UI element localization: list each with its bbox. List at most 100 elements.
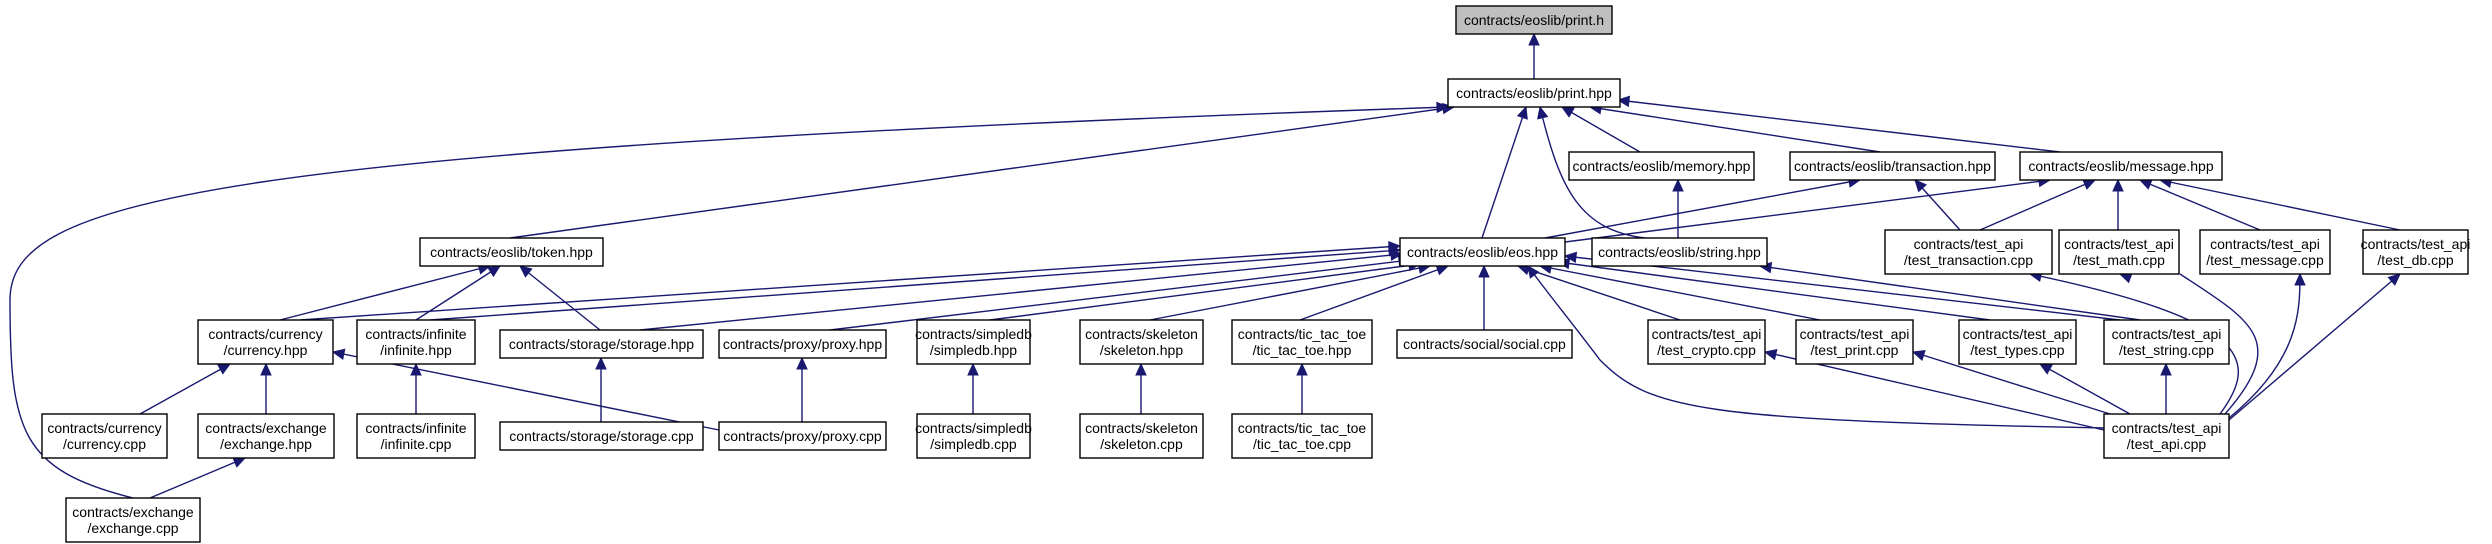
arrow-head-icon [2138, 179, 2153, 190]
node-storage-hpp[interactable]: contracts/storage/storage.hpp [499, 329, 704, 359]
node-token-hpp[interactable]: contracts/eoslib/token.hpp [419, 237, 604, 267]
edge-transaction_hpp-to-print_hpp [1588, 103, 1881, 153]
edge-string_hpp-to-print_hpp [1537, 105, 1646, 239]
arrow-head-icon [1436, 101, 1450, 114]
node-test-crypto-cpp[interactable]: contracts/test_api/test_crypto.cpp [1647, 319, 1766, 365]
node-infinite-cpp[interactable]: contracts/infinite/infinite.cpp [356, 413, 476, 459]
node-simpledb-hpp[interactable]: contracts/simpledb/simpledb.hpp [915, 319, 1032, 365]
node-test-types-cpp[interactable]: contracts/test_api/test_types.cpp [1958, 319, 2077, 365]
edge-line [139, 363, 231, 415]
node-proxy-cpp[interactable]: contracts/proxy/proxy.cpp [718, 421, 887, 451]
node-box[interactable] [1795, 319, 1914, 365]
node-box[interactable] [2103, 413, 2230, 459]
node-box[interactable] [41, 413, 168, 459]
node-box[interactable] [197, 413, 335, 459]
edge-line [1561, 106, 1641, 153]
edge-test_api_cpp-to-test_crypto_cpp [1763, 348, 2105, 431]
node-box[interactable] [499, 421, 704, 451]
node-box[interactable] [916, 413, 1031, 459]
node-test-api-cpp[interactable]: contracts/test_api/test_api.cpp [2103, 413, 2230, 459]
node-skeleton-cpp[interactable]: contracts/skeleton/skeleton.cpp [1079, 413, 1204, 459]
node-test-print-cpp[interactable]: contracts/test_api/test_print.cpp [1795, 319, 1914, 365]
node-box[interactable] [1231, 319, 1373, 365]
node-box[interactable] [1396, 329, 1573, 359]
node-box[interactable] [197, 319, 334, 365]
edge-line [1544, 179, 1861, 239]
edge-line [1617, 99, 2061, 153]
edge-storage_hpp-to-token_hpp [519, 265, 601, 331]
edge-test_api_cpp-to-test_print_cpp [1911, 349, 2111, 415]
node-simpledb-cpp[interactable]: contracts/simpledb/simpledb.cpp [915, 413, 1032, 459]
node-label: contracts/test_api [2210, 236, 2320, 252]
node-message-hpp[interactable]: contracts/eoslib/message.hpp [2019, 151, 2223, 181]
edge-line [1539, 265, 1821, 321]
node-box[interactable] [1568, 151, 1755, 181]
node-test-message-cpp[interactable]: contracts/test_api/test_message.cpp [2199, 229, 2331, 275]
node-box[interactable] [1647, 319, 1766, 365]
node-box[interactable] [356, 413, 476, 459]
node-box[interactable] [1884, 229, 2053, 275]
node-test-math-cpp[interactable]: contracts/test_api/test_math.cpp [2058, 229, 2180, 275]
node-label: contracts/eoslib/string.hpp [1598, 244, 1761, 260]
node-eos-hpp[interactable]: contracts/eoslib/eos.hpp [1399, 237, 1566, 267]
edge-skeleton_hpp-to-eos_hpp [1149, 262, 1432, 321]
node-print-h[interactable]: contracts/eoslib/print.h [1455, 5, 1613, 35]
arrow-head-icon [595, 356, 607, 370]
node-test-string-cpp[interactable]: contracts/test_api/test_string.cpp [2103, 319, 2230, 365]
node-box[interactable] [1447, 78, 1621, 108]
node-storage-cpp[interactable]: contracts/storage/storage.cpp [499, 421, 704, 451]
node-box[interactable] [419, 237, 604, 267]
node-box[interactable] [2362, 229, 2469, 275]
node-memory-hpp[interactable]: contracts/eoslib/memory.hpp [1568, 151, 1755, 181]
node-box[interactable] [1079, 413, 1204, 459]
arrow-head-icon [2387, 273, 2401, 286]
node-exchange-hpp[interactable]: contracts/exchange/exchange.hpp [197, 413, 335, 459]
node-box[interactable] [1455, 5, 1613, 35]
node-box[interactable] [1079, 319, 1204, 365]
edge-social_cpp-to-eos_hpp [1478, 264, 1490, 330]
arrow-head-icon [1537, 105, 1549, 120]
node-proxy-hpp[interactable]: contracts/proxy/proxy.hpp [718, 329, 887, 359]
node-label: /simpledb.cpp [930, 436, 1017, 452]
arrow-head-icon [1528, 32, 1540, 46]
node-box[interactable] [718, 421, 887, 451]
node-label: /test_message.cpp [2206, 252, 2324, 268]
edge-line [1517, 265, 1681, 321]
node-string-hpp[interactable]: contracts/eoslib/string.hpp [1591, 237, 1768, 267]
node-print-hpp[interactable]: contracts/eoslib/print.hpp [1447, 78, 1621, 108]
node-label: contracts/eoslib/print.hpp [1456, 85, 1612, 101]
node-box[interactable] [718, 329, 887, 359]
node-box[interactable] [1231, 413, 1373, 459]
node-label: /test_string.cpp [2119, 342, 2214, 358]
node-currency-cpp[interactable]: contracts/currency/currency.cpp [41, 413, 168, 459]
node-box[interactable] [2019, 151, 2223, 181]
node-exchange-cpp[interactable]: contracts/exchange/exchange.cpp [65, 497, 201, 543]
node-box[interactable] [1958, 319, 2077, 365]
node-box[interactable] [1789, 151, 1996, 181]
node-box[interactable] [356, 319, 476, 365]
node-test-transaction-cpp[interactable]: contracts/test_api/test_transaction.cpp [1884, 229, 2053, 275]
node-box[interactable] [1399, 237, 1566, 267]
edge-simpledb_cpp-to-simpledb_hpp [967, 362, 979, 414]
node-currency-hpp[interactable]: contracts/currency/currency.hpp [197, 319, 334, 365]
node-box[interactable] [499, 329, 704, 359]
node-infinite-hpp[interactable]: contracts/infinite/infinite.hpp [356, 319, 476, 365]
node-skeleton-hpp[interactable]: contracts/skeleton/skeleton.hpp [1079, 319, 1204, 365]
node-test-db-cpp[interactable]: contracts/test_api/test_db.cpp [2361, 229, 2471, 275]
node-label: /test_db.cpp [2377, 252, 2453, 268]
node-box[interactable] [2058, 229, 2180, 275]
node-box[interactable] [916, 319, 1031, 365]
node-label: /tic_tac_toe.hpp [1253, 342, 1352, 358]
node-box[interactable] [2103, 319, 2230, 365]
arrow-head-icon [1616, 95, 1631, 108]
arrow-head-icon [796, 356, 808, 370]
node-box[interactable] [65, 497, 201, 543]
node-box[interactable] [1591, 237, 1768, 267]
node-tictactoe-hpp[interactable]: contracts/tic_tac_toe/tic_tac_toe.hpp [1231, 319, 1373, 365]
node-social-cpp[interactable]: contracts/social/social.cpp [1396, 329, 1573, 359]
node-box[interactable] [2199, 229, 2331, 275]
node-transaction-hpp[interactable]: contracts/eoslib/transaction.hpp [1789, 151, 1996, 181]
node-tictactoe-cpp[interactable]: contracts/tic_tac_toe/tic_tac_toe.cpp [1231, 413, 1373, 459]
edge-test_api_cpp-to-test_string_cpp [2160, 362, 2172, 414]
edge-eos_hpp-to-print_hpp [1481, 105, 1528, 239]
